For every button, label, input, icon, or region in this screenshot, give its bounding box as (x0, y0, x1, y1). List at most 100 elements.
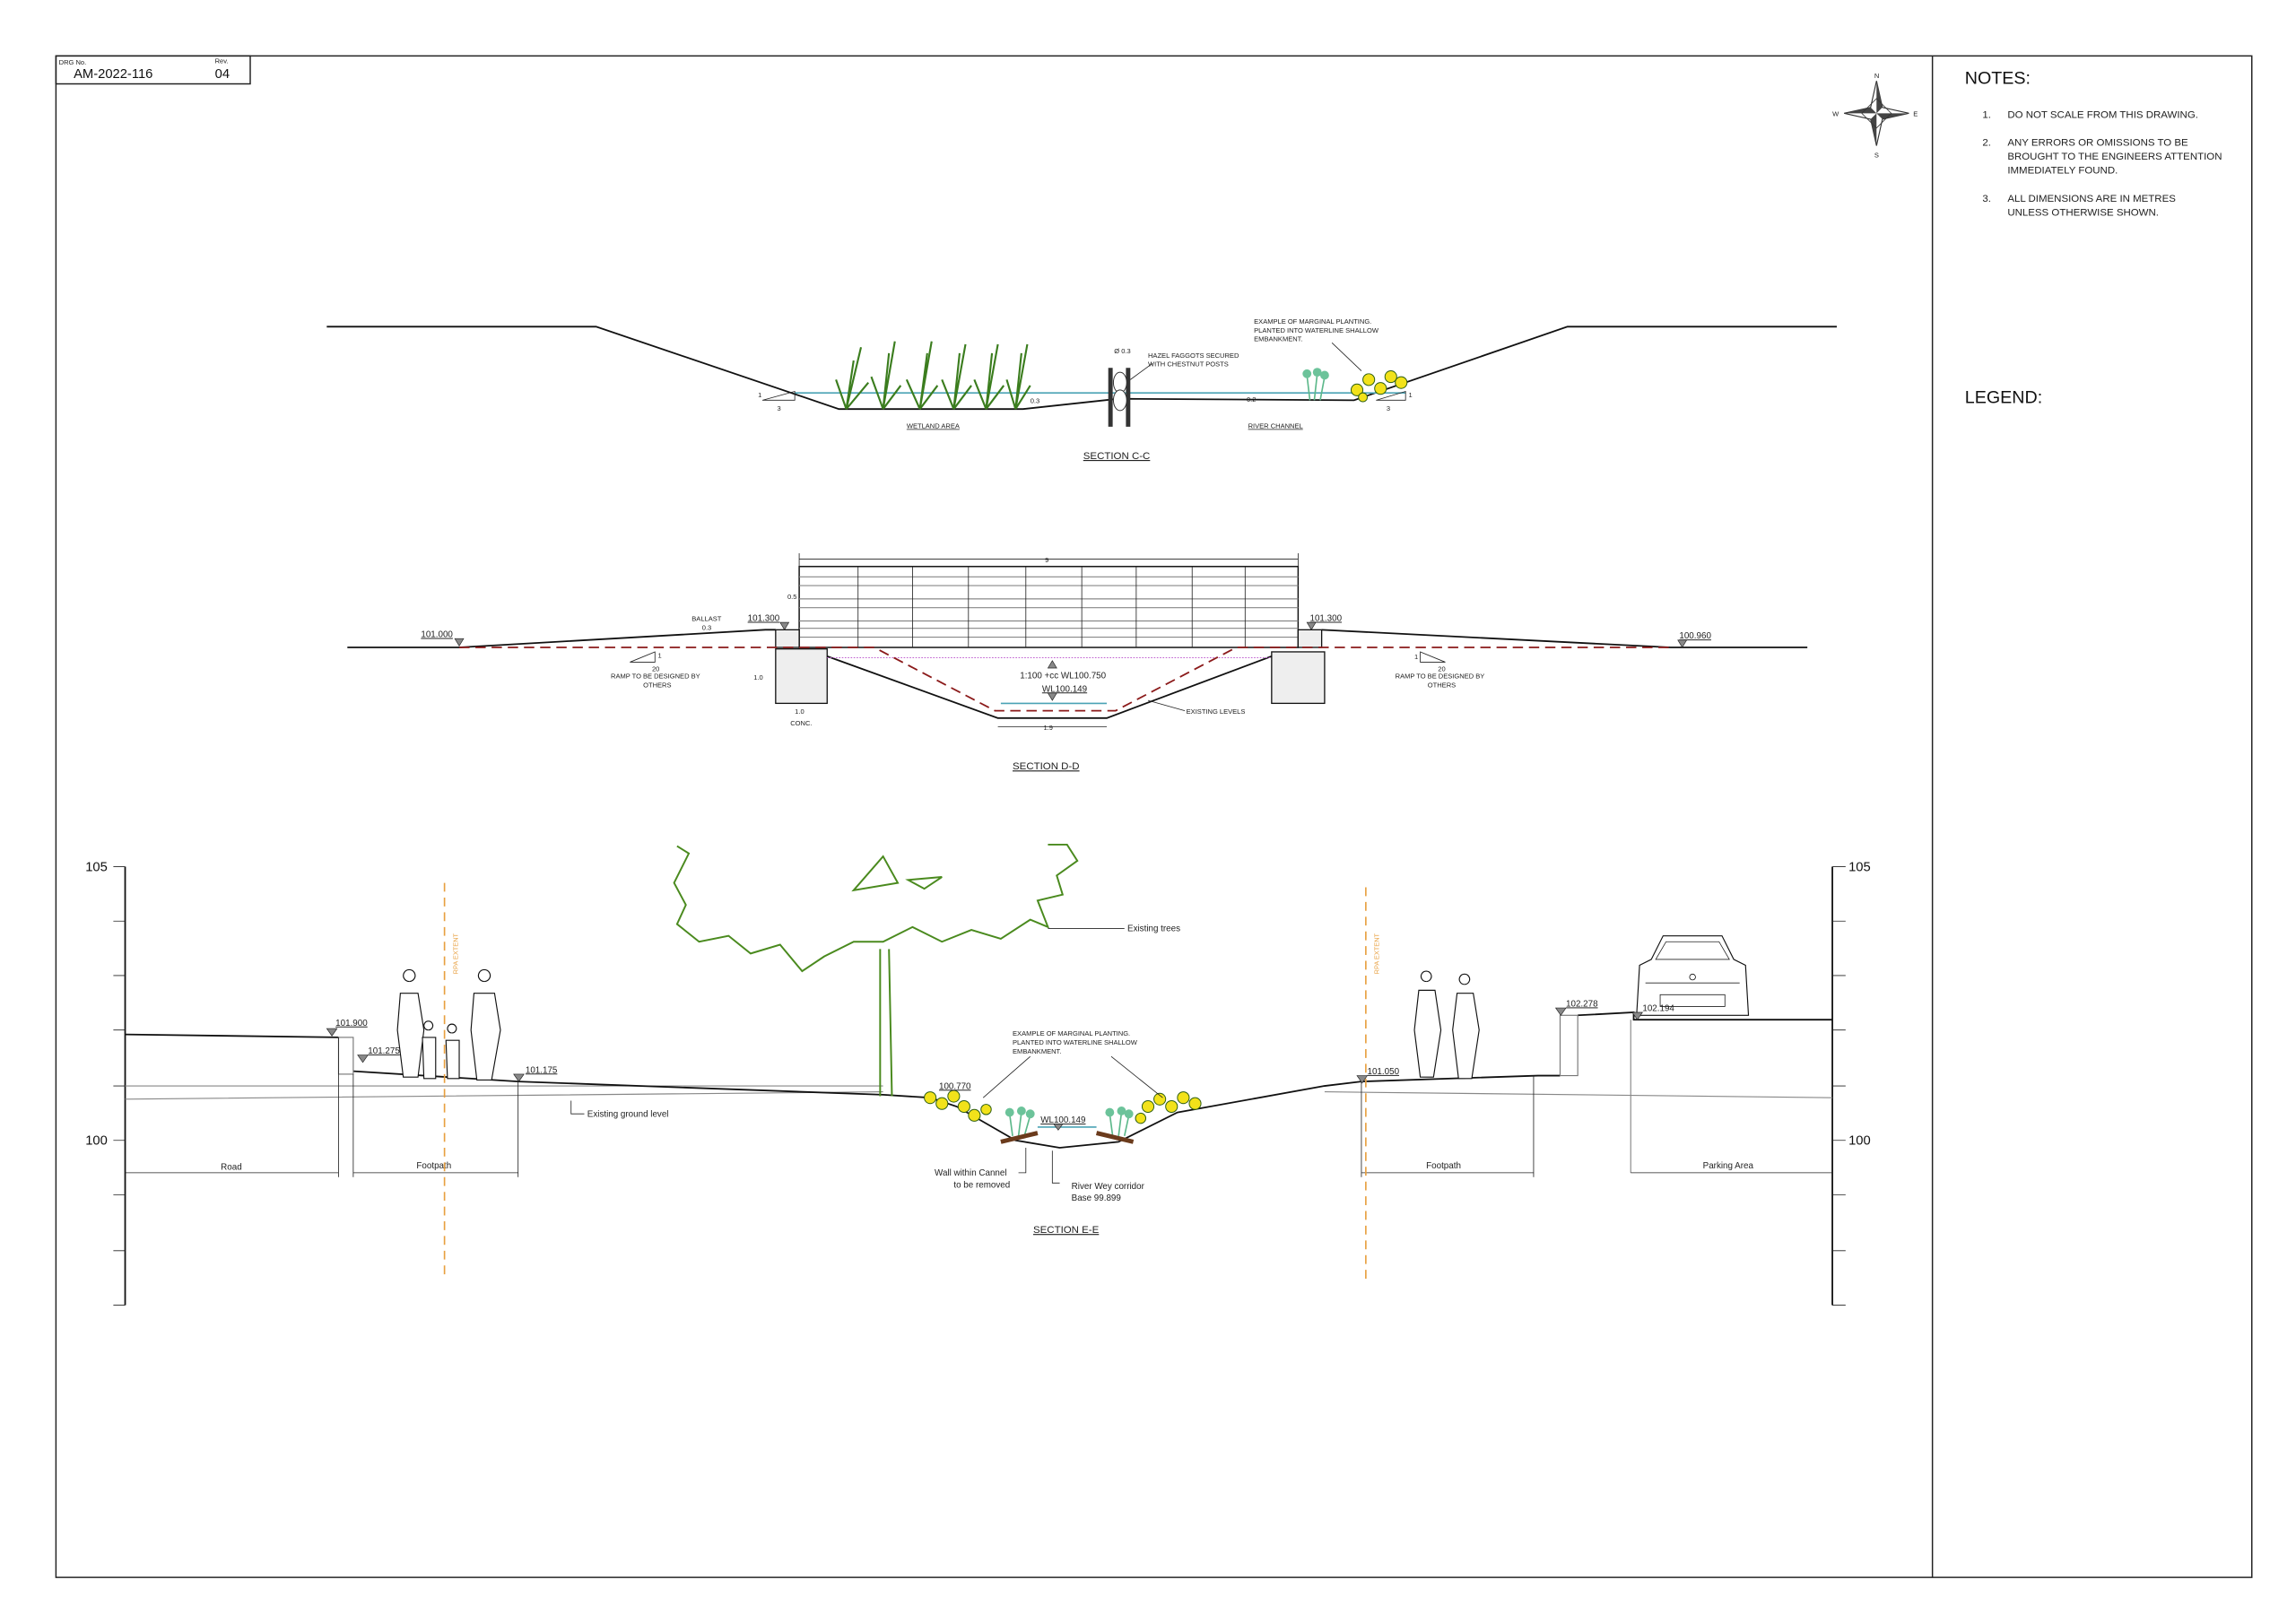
dd-existing-levels-label: EXISTING LEVELS (1187, 707, 1246, 716)
ee-level-parking: 102.194 (1642, 1003, 1674, 1013)
section-cc-title: SECTION C-C (1083, 451, 1151, 462)
note-3-line: UNLESS OTHERWISE SHOWN. (2007, 207, 2159, 218)
rev-number: 04 (215, 67, 230, 82)
cc-faggots-note: HAZEL FAGGOTS SECURED (1148, 352, 1239, 360)
right-footing (1271, 651, 1326, 705)
notes-panel: NOTES: 1. DO NOT SCALE FROM THIS DRAWING… (1965, 69, 2222, 408)
ee-level-bank-right: 101.050 (1368, 1067, 1400, 1077)
dd-ground-right (1321, 629, 1808, 648)
compass-rose-icon: N E S W (1832, 72, 1918, 160)
dd-channel-profile (826, 655, 1273, 719)
pedestrians-right-icon (1413, 970, 1480, 1080)
existing-tree-icon (673, 843, 1079, 1097)
dd-ramp-h-left: 20 (652, 664, 659, 673)
cc-faggots-note: WITH CHESTNUT POSTS (1148, 360, 1229, 369)
ee-zone-parking: Parking Area (1703, 1161, 1754, 1171)
right-ballast (1297, 629, 1323, 648)
ee-ground-label: Existing ground level (587, 1110, 669, 1120)
ee-right-scale: 105 100 (1831, 860, 1871, 1306)
cc-post-diameter: Ø 0.3 (1114, 347, 1130, 355)
section-dd: 9 0.5 BALLAST 0.3 101.000 101.300 101.30… (347, 553, 1808, 772)
dd-ramp-v-right: 1 (1414, 653, 1418, 661)
section-ee-title: SECTION E-E (1033, 1225, 1100, 1236)
level-marker-icon (1047, 660, 1057, 669)
level-marker-icon (1047, 692, 1057, 701)
cc-ground-profile (326, 325, 1837, 411)
sheet-border (55, 55, 2253, 1578)
note-2-line: IMMEDIATELY FOUND. (2007, 166, 2118, 177)
ee-corridor-note: Base 99.899 (1072, 1193, 1121, 1203)
level-marker-icon (1631, 1011, 1643, 1020)
level-marker-icon (1053, 1124, 1064, 1131)
ee-retaining-wall (1559, 1014, 1578, 1077)
ee-planting-note: EMBANKMENT. (1013, 1047, 1061, 1055)
ee-level-footpath-end: 101.175 (526, 1065, 558, 1075)
ee-axis-105-right: 105 (1848, 860, 1871, 874)
ee-marginal-planting-icon (924, 1089, 1202, 1144)
note-2-number: 2. (1982, 137, 1991, 148)
cc-depth-wetland: 0.3 (1031, 397, 1039, 405)
ee-planting-note: PLANTED INTO WATERLINE SHALLOW (1013, 1038, 1138, 1046)
dd-flood-level: 1:100 +cc WL100.750 (1020, 671, 1106, 681)
dd-ramp-note-left: OTHERS (643, 681, 671, 689)
level-marker-icon (357, 1055, 369, 1063)
note-1-line: DO NOT SCALE FROM THIS DRAWING. (2007, 109, 2198, 120)
ee-level-footpath-top: 101.275 (368, 1046, 400, 1056)
level-marker-icon (779, 621, 790, 630)
cc-planting-note: EXAMPLE OF MARGINAL PLANTING. (1254, 317, 1371, 325)
cc-planting-note: EMBANKMENT. (1254, 335, 1302, 343)
compass-s: S (1874, 152, 1879, 160)
ee-level-bank-left: 100.770 (939, 1081, 971, 1091)
ee-level-road: 101.900 (335, 1019, 368, 1028)
ee-level-wall-top: 102.278 (1566, 999, 1598, 1009)
ee-existing-ground (125, 1091, 1833, 1100)
compass-n: N (1874, 72, 1879, 80)
dd-footing-material: CONC. (790, 719, 812, 727)
title-block: DRG No. AM-2022-116 Rev. 04 (55, 55, 251, 85)
dd-ramp-note-right: OTHERS (1428, 681, 1456, 689)
ee-wall-note: to be removed (953, 1180, 1010, 1190)
dd-footing-width: 1.0 (795, 707, 804, 716)
ee-left-scale: 105 100 (85, 860, 126, 1306)
rpa-label-right: RPA EXTENT (1373, 933, 1381, 974)
drg-number: AM-2022-116 (74, 67, 152, 82)
dd-rail-height: 0.5 (787, 593, 796, 601)
cc-depth-river: 0.2 (1247, 395, 1256, 404)
dd-water-level: WL100.149 (1042, 684, 1087, 694)
note-1-number: 1. (1982, 109, 1991, 120)
cc-river-label: RIVER CHANNEL (1248, 422, 1303, 430)
dd-base-width: 1.9 (1043, 724, 1052, 732)
left-footing (775, 648, 828, 705)
dd-ramp-h-right: 20 (1438, 664, 1445, 673)
level-marker-icon (1554, 1007, 1567, 1016)
ee-axis-100-left: 100 (85, 1134, 108, 1149)
note-2-line: ANY ERRORS OR OMISSIONS TO BE (2007, 137, 2188, 148)
level-marker-icon (513, 1073, 525, 1082)
chestnut-posts-icon (1108, 368, 1131, 427)
dd-existing-levels (459, 647, 1671, 712)
section-dd-title: SECTION D-D (1013, 761, 1080, 772)
ee-zone-footpath-left: Footpath (416, 1161, 451, 1171)
ee-trees-label: Existing trees (1127, 924, 1180, 934)
ee-level-water: WL100.149 (1040, 1115, 1085, 1125)
section-cc: 1 3 1 3 0.3 0.2 Ø 0.3 HAZEL FAGGOTS SECU… (326, 317, 1837, 462)
pedestrians-left-icon (396, 968, 501, 1081)
dd-ballast-depth: 0.3 (702, 623, 711, 631)
ee-wall-note: Wall within Cannel (935, 1168, 1006, 1178)
note-3-number: 3. (1982, 194, 1991, 204)
dd-ground-left (347, 629, 776, 648)
ee-zone-road: Road (221, 1163, 242, 1173)
dd-ramp-note-left: RAMP TO BE DESIGNED BY (611, 672, 700, 680)
dd-footing-depth: 1.0 (753, 673, 762, 681)
dd-ramp-v-left: 1 (658, 652, 662, 660)
ee-corridor-note: River Wey corridor (1072, 1182, 1145, 1192)
notes-heading: NOTES: (1965, 69, 2031, 89)
drg-label: DRG No. (59, 58, 87, 66)
section-ee: 105 100 105 100 Road Footpath Footpath P… (85, 843, 1871, 1306)
cc-slope-v-right: 1 (1408, 391, 1412, 399)
dd-span: 9 (1045, 556, 1048, 564)
marginal-planting-icon (1302, 368, 1408, 403)
dd-level-left: 101.000 (421, 630, 453, 640)
left-ballast (775, 629, 800, 648)
